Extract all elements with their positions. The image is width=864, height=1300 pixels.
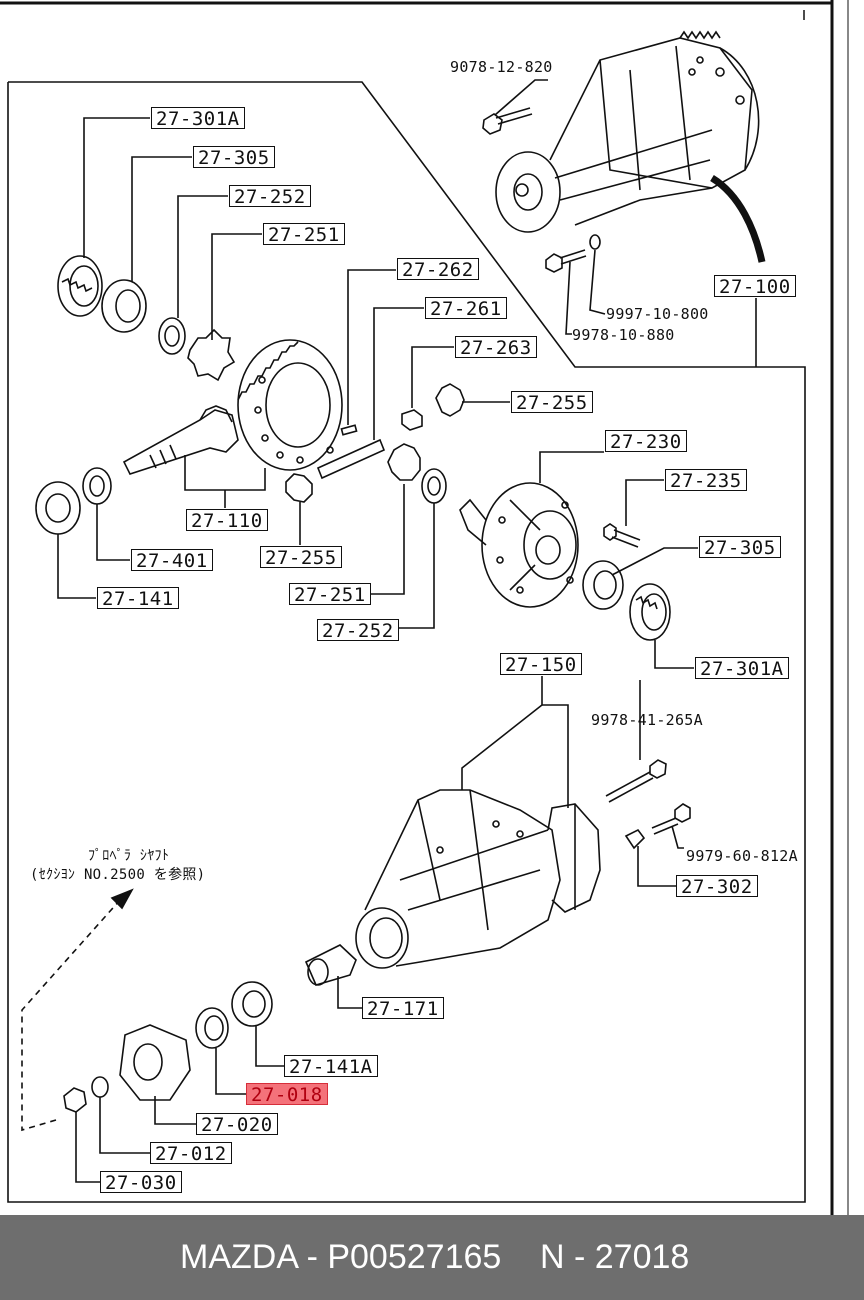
part-label-27-301A-right[interactable]: 27-301A xyxy=(695,657,789,680)
part-label-27-401[interactable]: 27-401 xyxy=(131,549,213,572)
footer-diagram-code: N - 27018 xyxy=(540,1238,690,1276)
ring-pinion-drawing xyxy=(35,117,510,629)
part-label-27-141[interactable]: 27-141 xyxy=(97,587,179,610)
part-label-27-305-right[interactable]: 27-305 xyxy=(699,536,781,559)
exploded-parts-diagram: 27-301A 27-305 27-252 27-251 27-262 27-2… xyxy=(0,0,849,1215)
part-label-27-261[interactable]: 27-261 xyxy=(425,297,507,320)
bolt-number-9997[interactable]: 9997-10-800 xyxy=(606,305,709,323)
part-label-27-252-top[interactable]: 27-252 xyxy=(229,185,311,208)
part-label-27-012[interactable]: 27-012 xyxy=(150,1142,232,1165)
part-label-27-255-mid[interactable]: 27-255 xyxy=(260,546,342,569)
part-label-27-110[interactable]: 27-110 xyxy=(186,509,268,532)
part-label-27-020[interactable]: 27-020 xyxy=(196,1113,278,1136)
part-label-27-302[interactable]: 27-302 xyxy=(676,875,758,898)
footer-brand-part-number: MAZDA - P00527165 xyxy=(180,1238,502,1276)
note-section-reference: (ｾｸｼﾖﾝ NO.2500 を参照) xyxy=(30,867,206,883)
part-label-27-171[interactable]: 27-171 xyxy=(362,997,444,1020)
part-label-27-230[interactable]: 27-230 xyxy=(605,430,687,453)
bolt-number-9978-41[interactable]: 9978-41-265A xyxy=(591,711,703,729)
bolt-number-9978-10[interactable]: 9978-10-880 xyxy=(572,326,675,344)
part-label-27-251-top[interactable]: 27-251 xyxy=(263,223,345,246)
bolt-number-9078[interactable]: 9078-12-820 xyxy=(450,58,553,76)
part-label-27-252-mid[interactable]: 27-252 xyxy=(317,619,399,642)
part-label-27-018-highlighted[interactable]: 27-018 xyxy=(246,1083,328,1106)
housing-drawing xyxy=(21,676,691,1183)
bolt-number-9979[interactable]: 9979-60-812A xyxy=(686,847,798,865)
part-label-27-262[interactable]: 27-262 xyxy=(397,258,479,281)
part-label-27-305-top[interactable]: 27-305 xyxy=(193,146,275,169)
part-label-27-251-mid[interactable]: 27-251 xyxy=(289,583,371,606)
diagram-lines xyxy=(0,0,849,1215)
part-label-27-100[interactable]: 27-100 xyxy=(714,275,796,298)
part-label-27-301A-top[interactable]: 27-301A xyxy=(151,107,245,130)
part-label-27-235[interactable]: 27-235 xyxy=(665,469,747,492)
footer-bar: MAZDA - P00527165 N - 27018 xyxy=(0,1215,864,1300)
carrier-assembly-drawing xyxy=(482,30,766,367)
note-propeller-shaft: ﾌﾟﾛﾍﾟﾗ ｼﾔﾌﾄ xyxy=(88,848,170,864)
part-label-27-141A[interactable]: 27-141A xyxy=(284,1055,378,1078)
part-label-27-255-right[interactable]: 27-255 xyxy=(511,391,593,414)
differential-case-drawing xyxy=(459,451,698,669)
part-label-27-030[interactable]: 27-030 xyxy=(100,1171,182,1194)
part-label-27-150[interactable]: 27-150 xyxy=(500,653,582,676)
part-label-27-263[interactable]: 27-263 xyxy=(455,336,537,359)
